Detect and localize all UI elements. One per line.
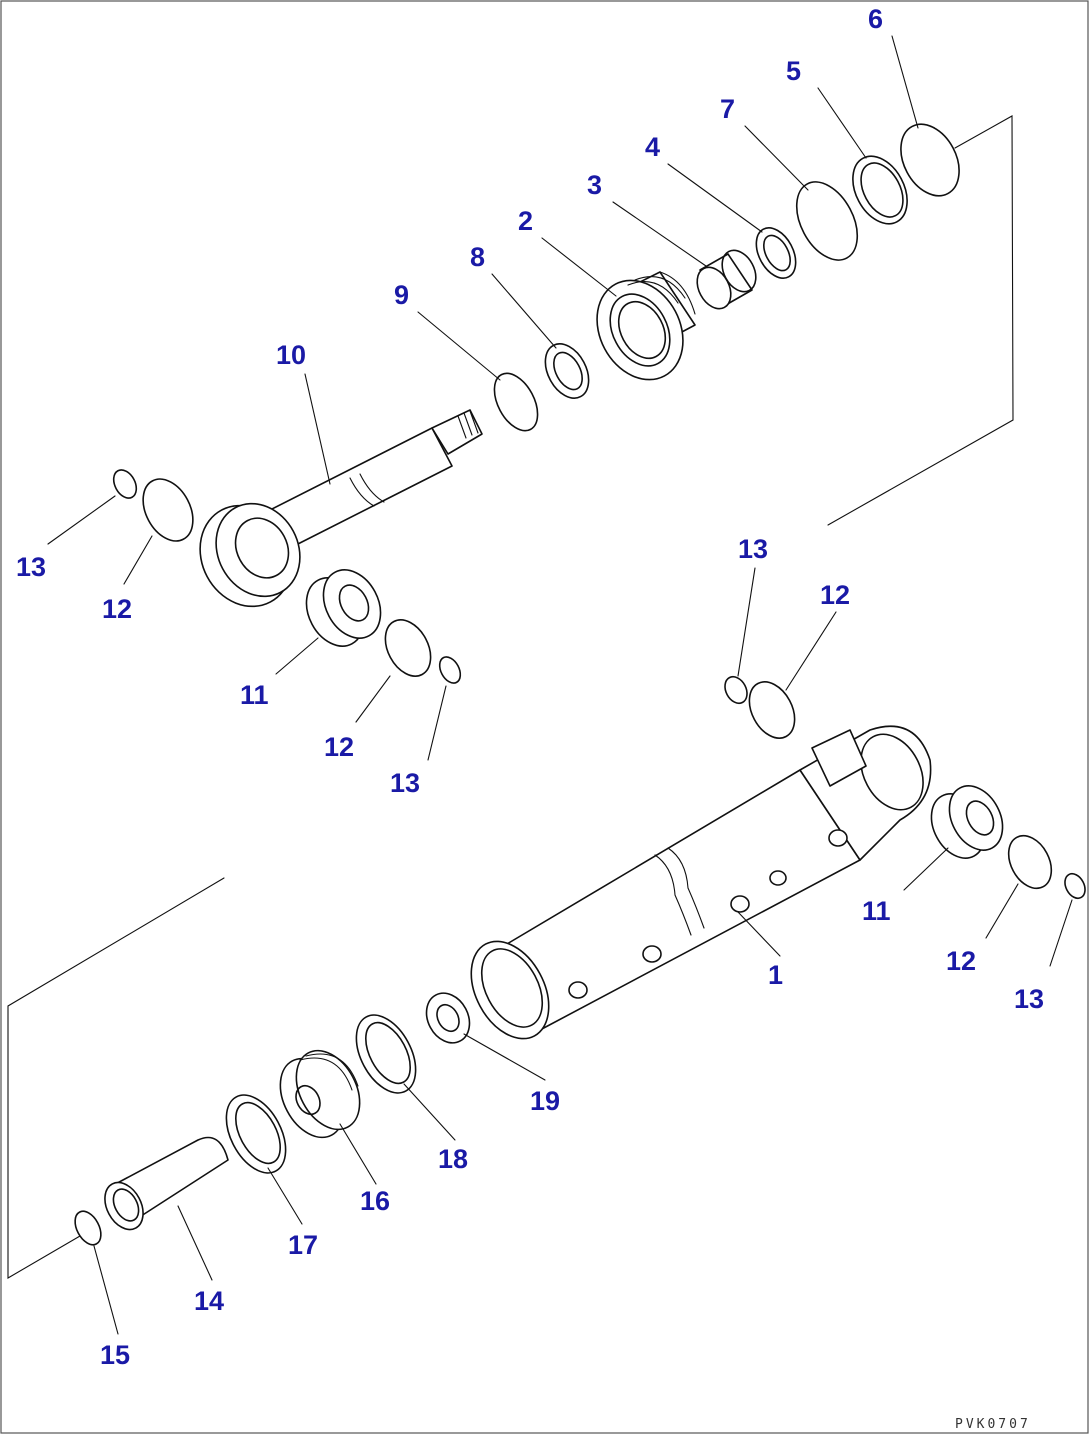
callout-17: 17	[288, 1230, 318, 1260]
callout-13-right-mid: 13	[738, 534, 768, 564]
callout-12-upper-center: 12	[324, 732, 354, 762]
callout-11-upper: 11	[240, 680, 269, 710]
callout-6: 6	[868, 4, 883, 34]
callout-5: 5	[786, 56, 801, 86]
part-8-bushing	[544, 343, 590, 399]
callout-4: 4	[645, 132, 660, 162]
part-13-plug-upper-left	[112, 469, 138, 499]
callout-labels: 6 5 7 4 3 2 8 9 10 13 12 11 12 13 13 12 …	[16, 4, 1044, 1370]
part-7-o-ring	[795, 181, 859, 261]
part-12-snap-ring-upper-left	[142, 478, 194, 542]
part-13-plug-upper-center	[438, 656, 462, 684]
part-19-nut	[425, 992, 471, 1044]
callout-11-lower: 11	[862, 896, 891, 926]
part-4-bushing	[755, 227, 797, 279]
callout-16: 16	[360, 1186, 390, 1216]
callout-9: 9	[394, 280, 409, 310]
callout-19: 19	[530, 1086, 560, 1116]
part-18-ring	[355, 1014, 417, 1094]
callout-1: 1	[768, 960, 783, 990]
callout-8: 8	[470, 242, 485, 272]
part-11-bushing-lower	[930, 785, 1004, 859]
part-9-dust-seal	[493, 372, 539, 432]
callout-10: 10	[276, 340, 306, 370]
callout-7: 7	[720, 94, 735, 124]
callout-13-upper-left: 13	[16, 552, 46, 582]
part-12-snap-ring-upper-center	[384, 619, 432, 677]
part-6-o-ring	[900, 123, 960, 197]
part-3-collar	[696, 249, 757, 310]
part-12-snap-ring-lower-right	[1007, 834, 1053, 890]
callout-18: 18	[438, 1144, 468, 1174]
part-1-cylinder-tube	[470, 725, 932, 1040]
callout-15: 15	[100, 1340, 130, 1370]
leader-lines	[47, 35, 1073, 1335]
group-bracket-lower	[7, 877, 225, 1279]
part-17-ring	[225, 1094, 287, 1174]
drawing-code: PVK0707	[955, 1417, 1031, 1432]
part-15-o-ring	[74, 1210, 102, 1246]
part-12-snap-ring-right-mid	[748, 681, 796, 739]
callout-13-upper-center: 13	[390, 768, 420, 798]
part-5-backup-ring	[852, 155, 908, 225]
part-13-plug-lower-right	[1064, 872, 1086, 900]
part-14-spacer	[104, 1136, 229, 1231]
callout-12-lower-right: 12	[946, 946, 976, 976]
callout-2: 2	[518, 206, 533, 236]
group-bracket-upper	[827, 115, 1014, 526]
callout-14: 14	[194, 1286, 224, 1316]
callout-12-right-mid: 12	[820, 580, 850, 610]
part-2-cylinder-head	[596, 271, 696, 381]
callout-13-lower-right: 13	[1014, 984, 1044, 1014]
part-13-plug-right-mid	[724, 675, 748, 705]
callout-12-upper-left: 12	[102, 594, 132, 624]
part-11-bushing-upper	[305, 569, 382, 647]
part-10-piston-rod	[199, 409, 483, 608]
callout-3: 3	[587, 170, 602, 200]
part-16-piston	[279, 1049, 361, 1139]
